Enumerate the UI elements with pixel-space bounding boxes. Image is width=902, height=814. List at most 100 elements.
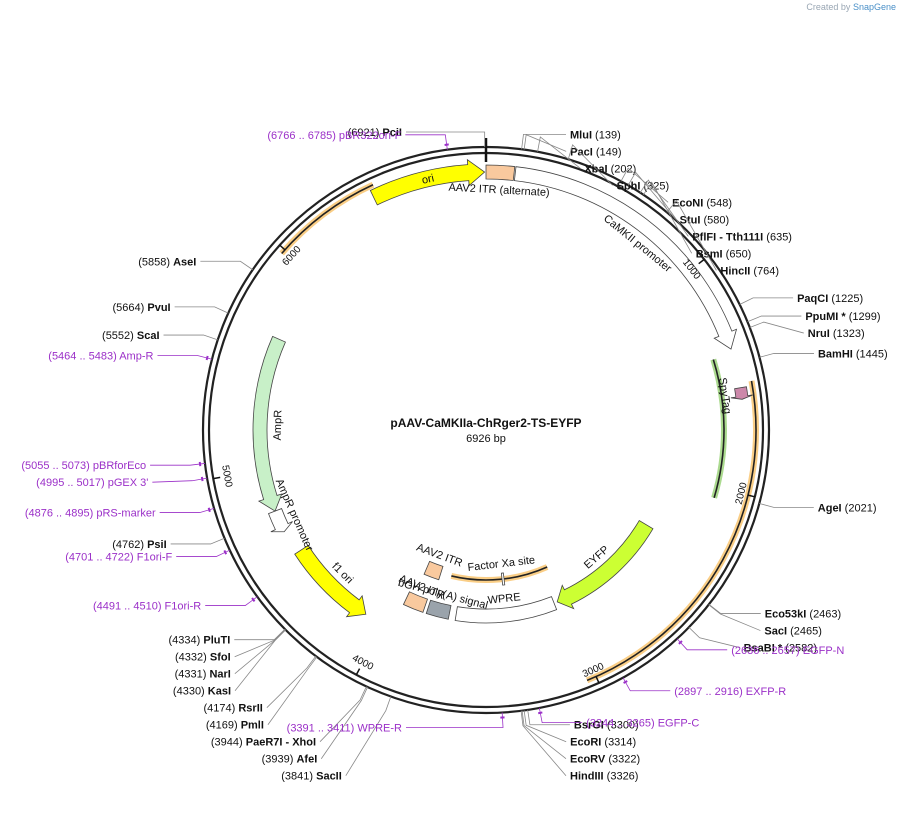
primer-f1ori-f[interactable]: (4701 .. 4722) F1ori-F [65,549,230,564]
enzyme-psii[interactable]: (4762) PsiI [112,537,225,551]
enzyme-name: StuI [680,214,701,226]
feature-f1-ori[interactable]: f1 ori [294,544,367,618]
enzyme-nrui[interactable]: NruI (1323) [749,321,865,340]
primer-mark [444,143,449,146]
enzyme-hindiii[interactable]: HindIII (3326) [520,710,638,783]
leader-line [319,686,367,742]
site-label: (6921) PciI [348,127,402,139]
enzyme-name: SacII [316,771,342,783]
leader-line [521,710,567,760]
feature-eyfp[interactable]: EYFP [556,520,654,610]
ring-inner-line [207,151,765,709]
enzyme-ppumi-[interactable]: PpuMI * (1299) [747,311,881,323]
enzyme-name: KasI [208,686,231,698]
enzyme-sacii[interactable]: (3841) SacII [281,696,392,783]
enzyme-coord: (2582) [782,643,817,655]
credit-prefix: Created by [806,2,851,12]
primer-amp-r[interactable]: (5464 .. 5483) Amp-R [48,351,213,363]
enzyme-name: BsaBI * [744,643,783,655]
enzyme-pvui[interactable]: (5664) PvuI [113,302,229,314]
site-label: AgeI (2021) [818,502,877,514]
enzyme-coord: (2463) [806,609,841,621]
site-label: EcoNI (548) [672,197,732,209]
primer-egfp-n[interactable]: (2636 .. 2657) EGFP-N [676,638,844,657]
site-label: (5464 .. 5483) Amp-R [48,351,153,363]
feature-shape [402,591,429,613]
feature-ampr[interactable]: AmpR [252,335,286,512]
enzyme-pcii[interactable]: (6921) PciI [348,127,486,148]
enzyme-coord: (2465) [787,626,822,638]
enzyme-afei[interactable]: (3939) AfeI [262,686,368,766]
enzyme-rsrii[interactable]: (4174) RsrII [204,655,317,715]
site-label: EcoRV (3322) [570,754,640,766]
feature-label: ori [421,172,436,186]
enzyme-asei[interactable]: (5858) AseI [138,256,253,271]
enzyme-pluti[interactable]: (4334) PluTI [169,628,286,647]
primer-pbrforeco[interactable]: (5055 .. 5073) pBRforEco [21,460,206,472]
feature-ori[interactable]: ori [369,158,486,206]
enzyme-hincii[interactable]: HincII (764) [666,200,779,278]
site-label: NruI (1323) [808,328,865,340]
enzyme-name: PluTI [203,635,230,647]
leader-line [234,629,286,691]
enzyme-xbai[interactable]: XbaI (202) [537,136,637,175]
site-label: Eco53kI (2463) [765,609,841,621]
primer-wpre-r[interactable]: (3391 .. 3411) WPRE-R [287,712,505,735]
enzyme-paqci[interactable]: PaqCI (1225) [739,293,863,305]
enzyme-name: EcoRV [570,754,606,766]
enzyme-sphi[interactable]: SphI (325) [567,144,670,193]
primer-prs-marker[interactable]: (4876 .. 4895) pRS-marker [25,507,215,520]
enzyme-bsmi[interactable]: BsmI (650) [643,181,751,260]
primer-f1ori-r[interactable]: (4491 .. 4510) F1ori-R [93,596,258,613]
enzyme-coord: (4332) [175,652,210,664]
enzyme-pmli[interactable]: (4169) PmlI [206,656,318,732]
primer-pgex-3-[interactable]: (4995 .. 5017) pGEX 3' [36,476,208,489]
enzyme-coord: (4331) [175,669,210,681]
tick-mark-6000 [279,244,286,251]
feature-aav2-itr[interactable]: AAV2 ITR [415,542,464,581]
enzyme-name: AseI [173,256,196,268]
enzyme-mlui[interactable]: MluI (139) [521,129,621,150]
enzyme-kasi[interactable]: (4330) KasI [173,629,286,698]
enzyme-pflfi-tth111i[interactable]: PflFI - Tth111I (635) [639,179,792,243]
site-label: EcoRI (3314) [570,737,636,749]
highlight-arc-line-0 [586,380,757,682]
leader-line [759,503,814,508]
enzyme-saci[interactable]: SacI (2465) [708,604,822,638]
enzyme-ecori[interactable]: EcoRI (3314) [523,710,636,749]
site-label: XbaI (202) [584,163,636,175]
enzyme-coord: (1445) [853,348,888,360]
leader-line [150,463,206,466]
site-label: SphI (325) [617,180,670,192]
enzyme-econi[interactable]: EcoNI (548) [620,167,732,209]
tick-label-2000: 2000 [734,481,750,506]
enzyme-name: SphI [617,180,641,192]
enzyme-bsabi-[interactable]: BsaBI * (2582) [688,627,817,655]
enzyme-eco53ki[interactable]: Eco53kI (2463) [708,604,841,621]
primer-exfp-r[interactable]: (2897 .. 2916) EXFP-R [622,677,786,698]
enzyme-name: Eco53kI [765,609,807,621]
enzyme-scai[interactable]: (5552) ScaI [102,330,218,342]
feature-aav2-itr-alternate-[interactable]: AAV2 ITR (alternate) [448,164,550,199]
primer-pbr322ori-f[interactable]: (6766 .. 6785) pBR322ori-F [267,130,449,150]
enzyme-coord: (149) [593,146,622,158]
enzyme-sites: (6921) PciI (5858) AseI (5664) PvuI (5552) … [102,127,888,783]
enzyme-coord: (4169) [206,720,241,732]
primer-mark [623,680,628,684]
site-label: (2897 .. 2916) EXFP-R [674,686,786,698]
enzyme-name: PflFI - Tth111I [692,231,763,243]
feature-ampr-promoter[interactable]: AmpR promoter [267,477,316,553]
enzyme-ecorv[interactable]: EcoRV (3322) [521,710,640,766]
site-label: (3939) AfeI [262,754,318,766]
feature-spytag[interactable]: SpyTag [716,377,753,415]
enzyme-bamhi[interactable]: BamHI (1445) [759,348,888,360]
leader-line [739,297,794,305]
leader-line [708,604,761,614]
enzyme-paci[interactable]: PacI (149) [523,134,622,159]
feature-wpre[interactable]: WPRE [454,591,558,624]
enzyme-stui[interactable]: StuI (580) [627,171,729,226]
enzyme-agei[interactable]: AgeI (2021) [759,502,876,514]
enzyme-paer7i-xhoi[interactable]: (3944) PaeR7I - XhoI [211,686,367,749]
primer-egfp-c[interactable]: (3244 .. 3265) EGFP-C [538,707,699,730]
